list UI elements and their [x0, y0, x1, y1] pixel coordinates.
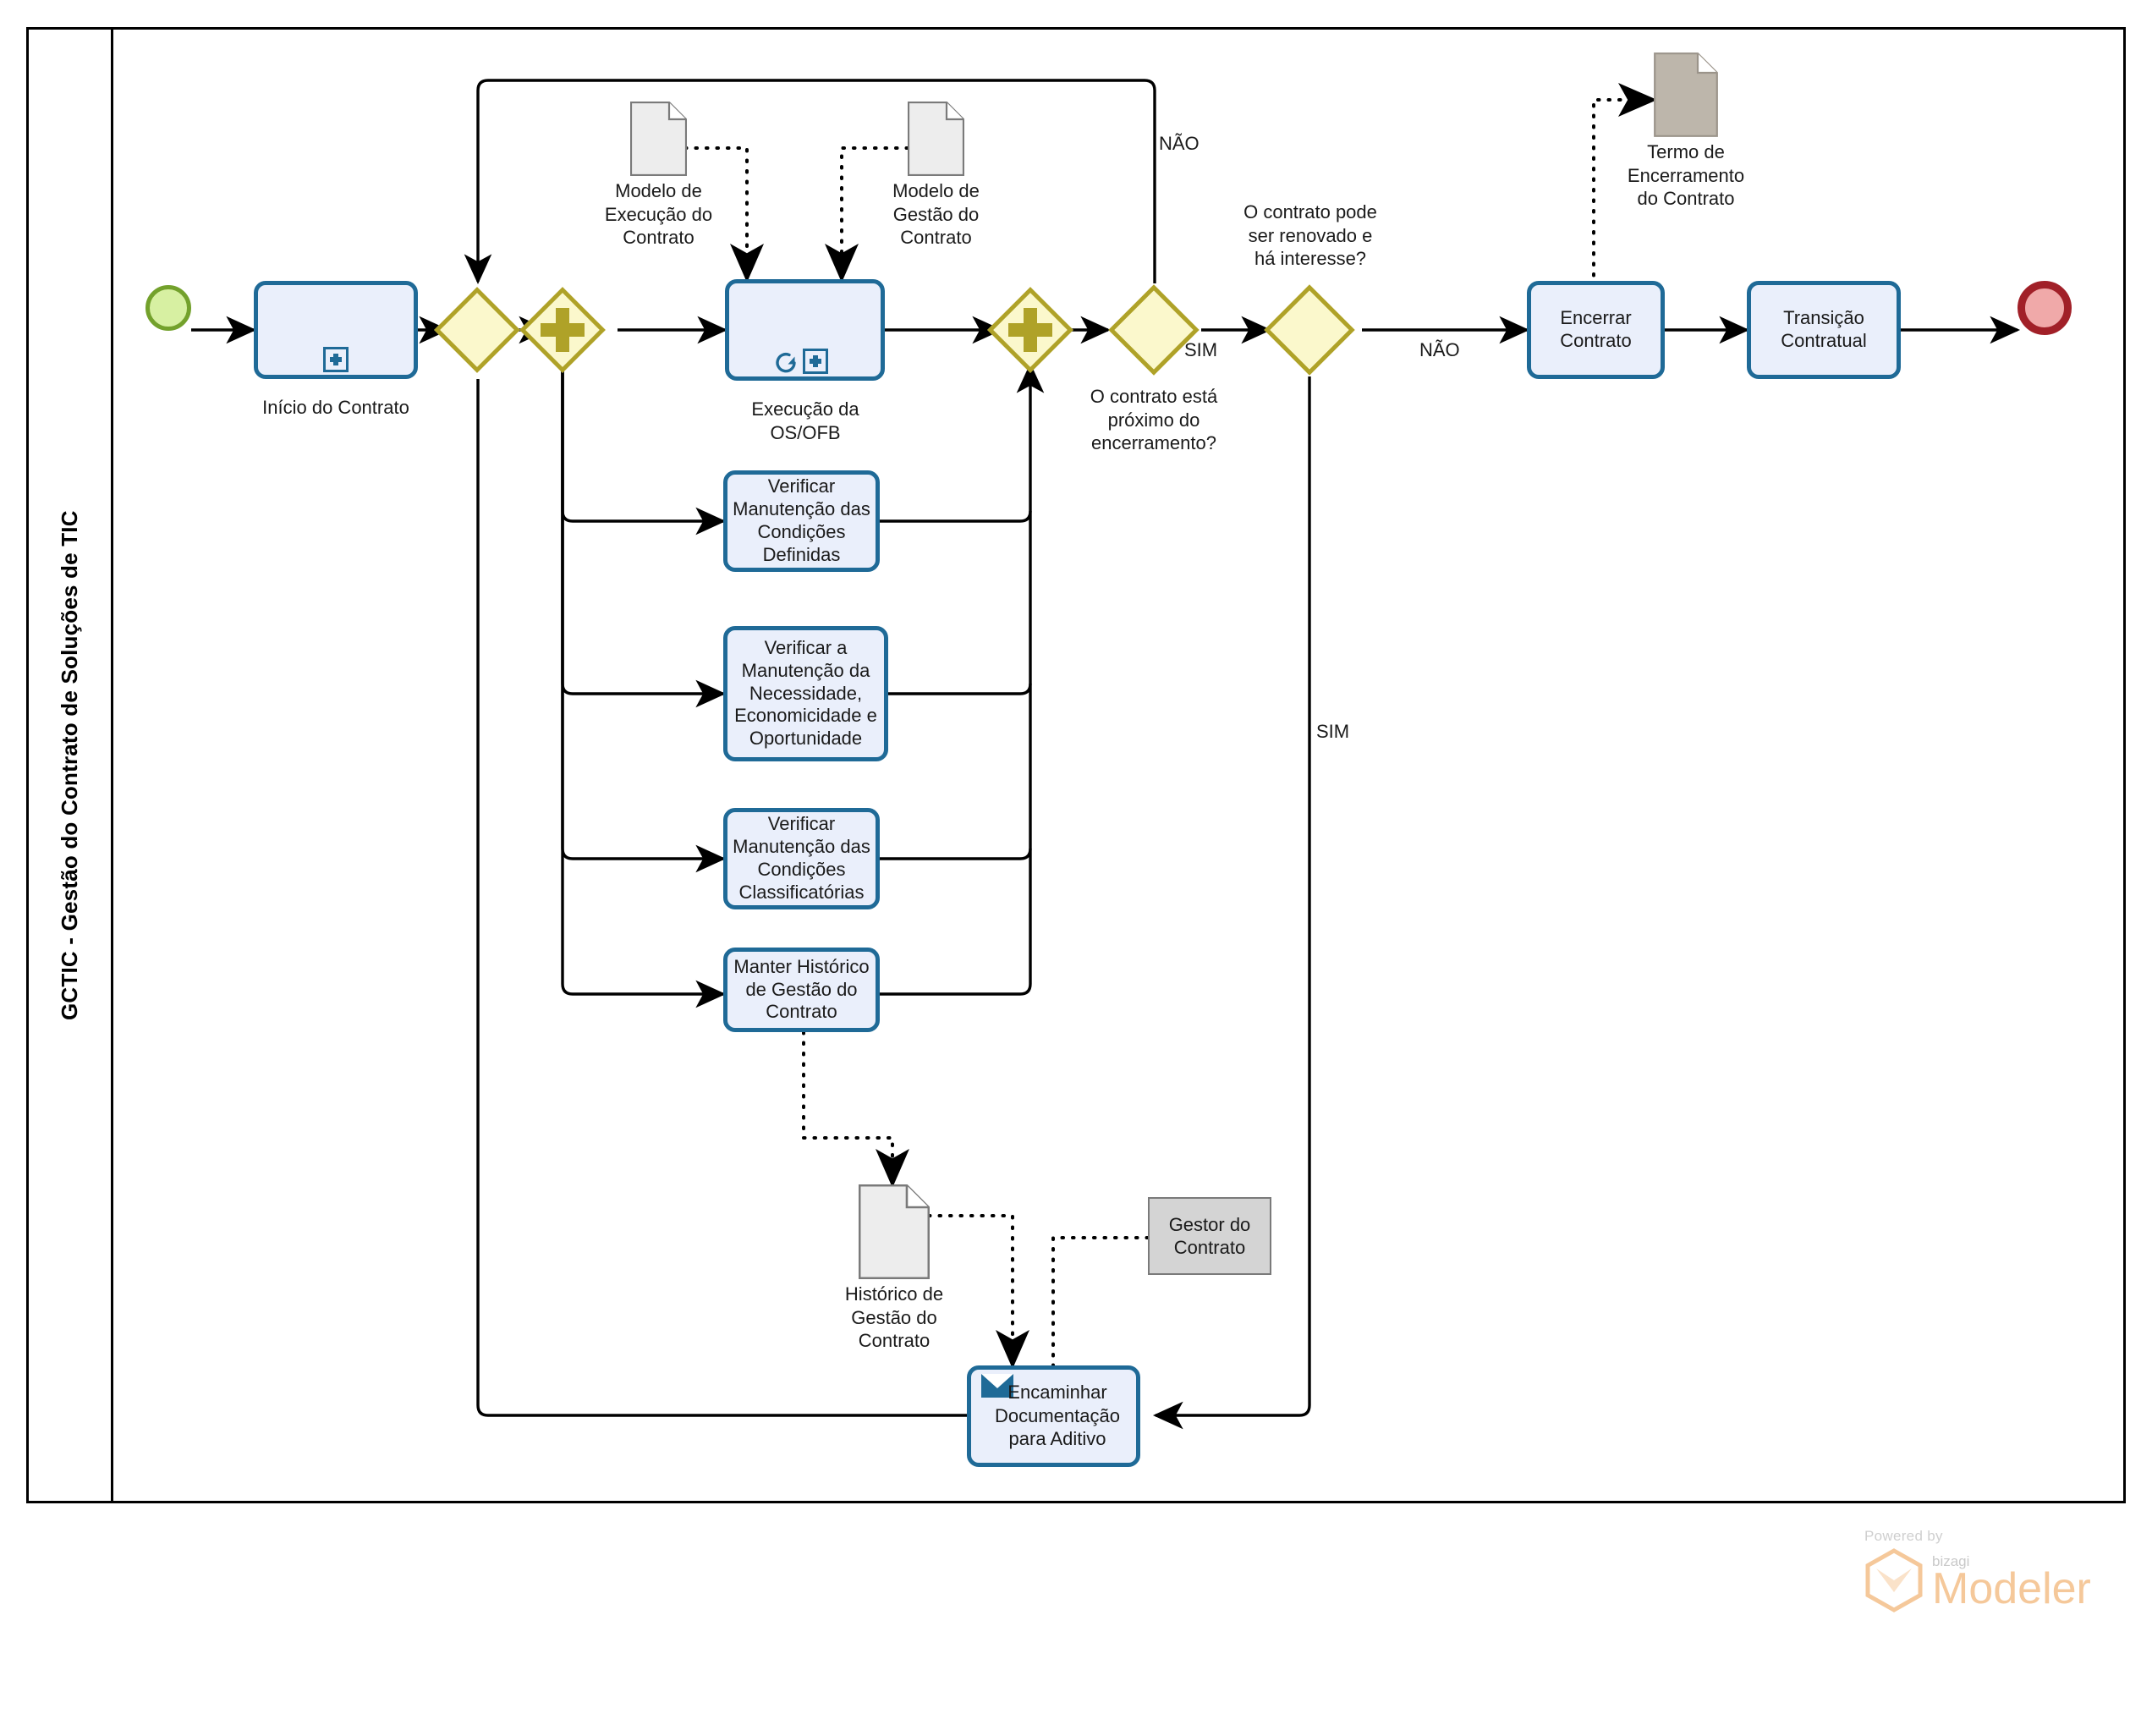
task-verificar-condicoes-definidas[interactable]: Verificar Manutenção das Condições Defin… [723, 470, 880, 572]
document-icon [908, 102, 964, 176]
task-manter-historico[interactable]: Manter Histórico de Gestão do Contrato [723, 948, 880, 1032]
flow-label-sim-renovacao: SIM [1316, 721, 1350, 742]
task-execucao-os-ofb-label: Execução da OS/OFB [751, 398, 859, 443]
execucao-markers [774, 349, 828, 374]
pool-gctic [26, 27, 2126, 1503]
parallel-plus-icon [1008, 308, 1052, 352]
subprocess-expand-icon [323, 347, 349, 372]
task-transicao-contratual[interactable]: Transição Contratual [1747, 281, 1901, 379]
gateway-parallel-split[interactable] [519, 287, 606, 373]
data-object-modelo-gestao-label: Modelo de Gestão do Contrato [892, 180, 980, 248]
pool-label: GCTIC - Gestão do Contrato de Soluções d… [57, 510, 82, 1020]
data-object-modelo-execucao-label: Modelo de Execução do Contrato [604, 180, 713, 248]
gateway-decision-encerramento-label: O contrato está próximo do encerramento? [1090, 386, 1218, 453]
gateway-decision-renovacao-label: O contrato pode ser renovado e há intere… [1243, 201, 1377, 269]
inicio-contrato-markers [323, 347, 349, 372]
bizagi-product: Modeler [1932, 1564, 2091, 1614]
lane-header-divider [111, 27, 113, 1503]
bizagi-brand: Powered by bizagi Modeler [1864, 1528, 2091, 1617]
task-verificar-condicoes-classificatorias[interactable]: Verificar Manutenção das Condições Class… [723, 808, 880, 909]
powered-by-label: Powered by [1864, 1528, 1943, 1544]
data-object-historico-gestao[interactable]: Histórico de Gestão do Contrato [845, 1184, 943, 1351]
bizagi-logo-icon [1864, 1548, 1924, 1617]
gateway-parallel-join[interactable] [987, 287, 1073, 373]
gateway-decision-shape [1108, 284, 1200, 376]
gateway-merge-loop[interactable] [434, 287, 520, 373]
gateway-decision-encerramento[interactable] [1108, 284, 1200, 376]
document-icon [1654, 52, 1718, 137]
loop-icon [774, 349, 799, 374]
gateway-decision-shape [1264, 284, 1355, 376]
data-object-modelo-execucao[interactable]: Modelo de Execução do Contrato [605, 102, 712, 248]
document-icon [859, 1184, 930, 1279]
flow-label-nao-encerramento: NÃO [1159, 133, 1200, 154]
flow-label-nao-renovacao: NÃO [1419, 339, 1460, 360]
envelope-icon [981, 1374, 1013, 1398]
bizagi-name: bizagi [1932, 1553, 1970, 1570]
data-object-termo-encerramento-label: Termo de Encerramento do Contrato [1627, 141, 1745, 209]
gateway-merge-shape [434, 287, 520, 373]
data-object-historico-gestao-label: Histórico de Gestão do Contrato [844, 1283, 944, 1351]
annotation-gestor-do-contrato[interactable]: Gestor do Contrato [1148, 1197, 1271, 1275]
start-event[interactable] [145, 285, 191, 331]
flow-label-sim-encerramento: SIM [1184, 339, 1218, 360]
task-encaminhar-documentacao-label: Encaminhar Documentação para Aditivo [995, 1382, 1120, 1449]
data-object-modelo-gestao[interactable]: Modelo de Gestão do Contrato [892, 102, 980, 248]
data-object-termo-encerramento[interactable]: Termo de Encerramento do Contrato [1628, 52, 1744, 209]
end-event[interactable] [2018, 281, 2072, 335]
task-verificar-necessidade[interactable]: Verificar a Manutenção da Necessidade, E… [723, 626, 888, 761]
subprocess-expand-icon [803, 349, 828, 374]
document-icon [630, 102, 687, 176]
gateway-decision-renovacao[interactable] [1264, 284, 1355, 376]
task-inicio-do-contrato-label: Início do Contrato [262, 397, 409, 418]
parallel-plus-icon [541, 308, 585, 352]
task-encerrar-contrato[interactable]: Encerrar Contrato [1527, 281, 1665, 379]
